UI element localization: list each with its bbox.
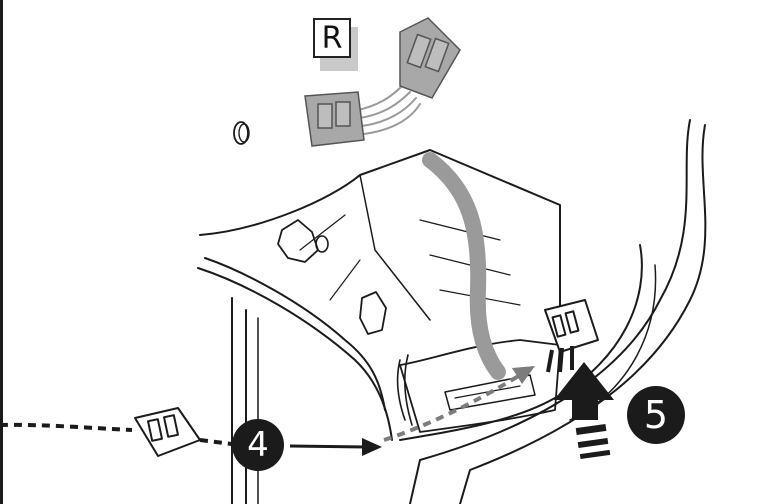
body-crease-2 — [419, 219, 501, 241]
panel-clip — [359, 291, 387, 335]
harness-wires — [357, 85, 421, 135]
arrow-step-4 — [289, 438, 382, 456]
side-label: R — [313, 18, 351, 58]
body-crease-5 — [299, 214, 346, 251]
fairing-outline — [199, 149, 561, 331]
body-crease-6 — [329, 259, 361, 301]
accessory-connector — [134, 407, 201, 457]
harness-connector-top — [399, 17, 461, 99]
fairing-inner-edge — [204, 257, 386, 411]
routing-path — [0, 422, 233, 446]
housing-curve-mid — [459, 124, 707, 504]
grey-arrow-head — [512, 366, 535, 384]
body-crease-1 — [359, 174, 431, 321]
page-left-border — [0, 0, 3, 504]
cavity-slot — [444, 374, 536, 411]
step-badge-5: 5 — [627, 386, 685, 444]
routing-path-grey — [383, 370, 527, 442]
harness-connector-left — [304, 91, 365, 147]
vehicle-connector — [544, 299, 599, 373]
bracket-left-2 — [404, 354, 413, 426]
grommet-ring — [238, 123, 250, 143]
routing-path-left — [0, 422, 133, 432]
fairing-inner-edge-2 — [197, 267, 393, 441]
grommet — [233, 121, 249, 145]
star-bolt — [277, 219, 319, 263]
star-bolt-head — [315, 235, 329, 253]
routing-path-mid — [199, 438, 233, 446]
step-badge-4: 4 — [232, 419, 284, 471]
housing-curve-inner — [399, 244, 643, 441]
arrow-step-5 — [554, 362, 614, 460]
cavity-outline — [399, 339, 561, 433]
wiring-harness — [357, 85, 506, 380]
harness-cable — [422, 152, 506, 380]
bracket-left — [396, 359, 406, 421]
